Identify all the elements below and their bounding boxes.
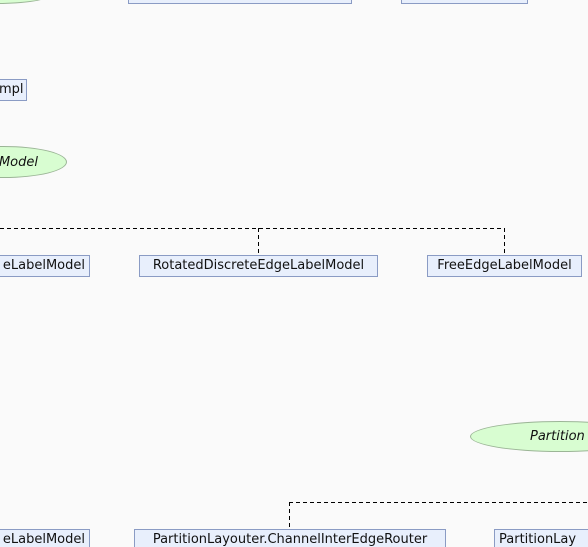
impl-class-label: mpl xyxy=(0,82,24,97)
partition-interface-label: Partition xyxy=(530,429,585,444)
channel-inter-edge-router-node: PartitionLayouter.ChannelInterEdgeRouter xyxy=(134,529,446,547)
channel-inter-edge-router-label: PartitionLayouter.ChannelInterEdgeRouter xyxy=(152,532,428,547)
free-edge-label-model-label: FreeEdgeLabelModel xyxy=(437,258,572,273)
edge-label-model-bottom-left-node: eLabelModel xyxy=(0,529,90,547)
top-partial-box-left xyxy=(128,0,352,4)
edge-label-model-bottom-left-label: eLabelModel xyxy=(2,532,85,547)
impl-class-node: mpl xyxy=(0,79,27,101)
rotated-discrete-edge-label-model-label: RotatedDiscreteEdgeLabelModel xyxy=(152,258,365,273)
model-interface-label: Model xyxy=(0,154,38,170)
edge-label-model-left-node: eLabelModel xyxy=(0,255,90,277)
rotated-discrete-edge-label-model-node: RotatedDiscreteEdgeLabelModel xyxy=(139,255,378,277)
free-edge-label-model-node: FreeEdgeLabelModel xyxy=(427,255,582,277)
edge-label-model-left-label: eLabelModel xyxy=(2,258,85,273)
top-partial-box-right xyxy=(401,0,528,4)
partition-layouter-partial-node: PartitionLay xyxy=(494,529,588,547)
partition-layouter-partial-label: PartitionLay xyxy=(499,532,577,547)
